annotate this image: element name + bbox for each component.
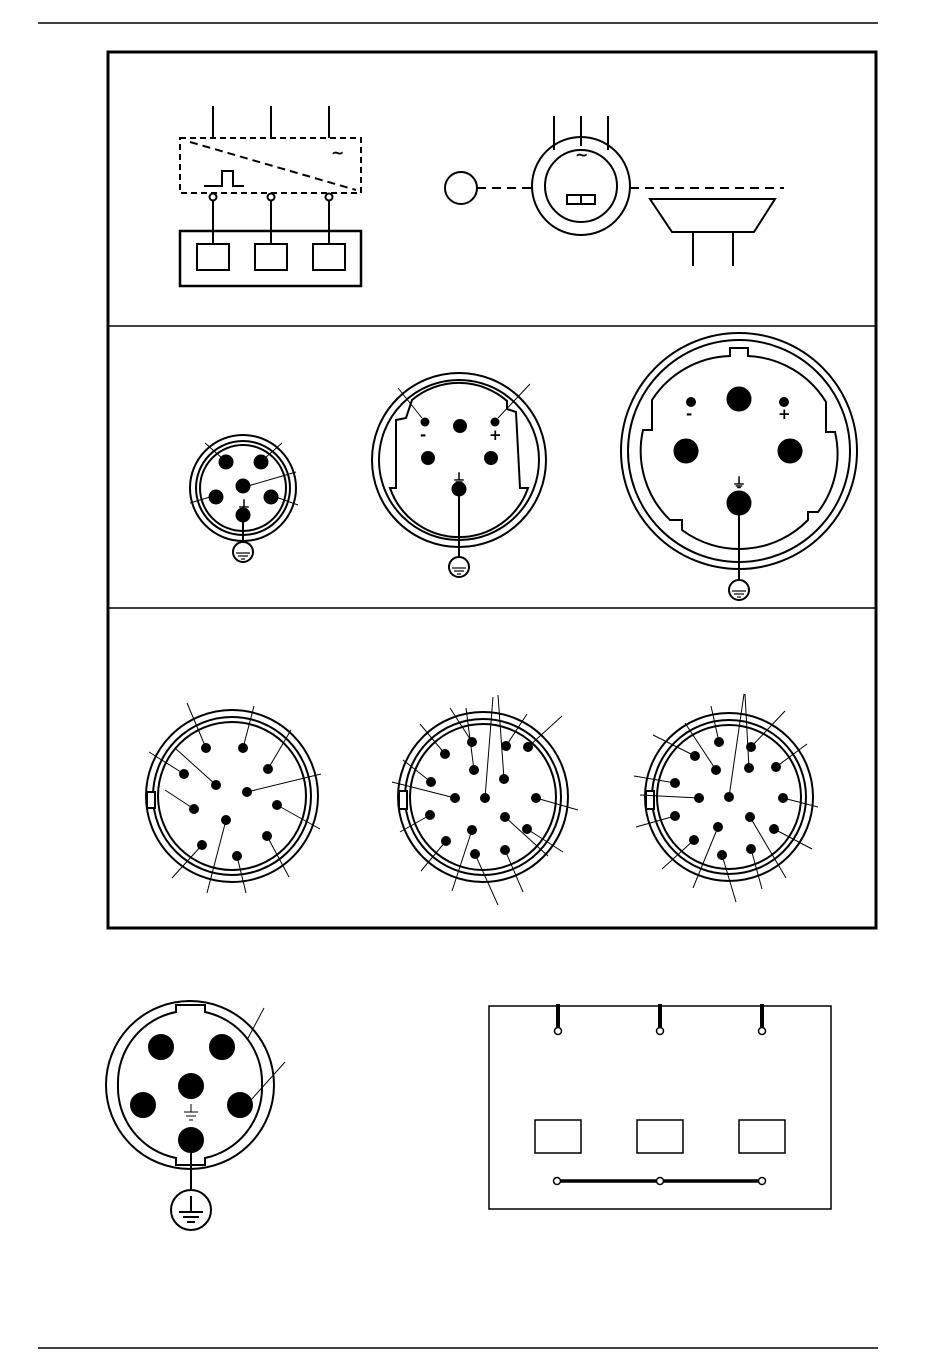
connector-pin [690,751,700,761]
motor-ac-symbol: ~ [575,145,588,164]
pin-leader-line [475,854,498,905]
connector-pin [211,780,221,790]
connector-pin [467,737,477,747]
pin-leader-line [751,849,762,889]
connector-pin [426,777,436,787]
connector-pin [711,765,721,775]
encoder-trapezoid [650,199,775,232]
five-pin-connector [106,1001,285,1230]
connector-pin [523,742,533,752]
connector-pin [531,793,541,803]
connector-pin [746,844,756,854]
connector-pin [500,812,510,822]
small-power-connector: ⏚ [190,435,298,562]
diagram-frame [108,52,876,928]
large-minus-label: - [686,405,692,423]
pin-leader-line [400,815,430,832]
pin-leader-line [498,695,504,779]
connector-pin [470,849,480,859]
connector-pin [769,824,779,834]
connector-pin [263,764,273,774]
connector-pin [744,763,754,773]
pin-leader-line [722,855,736,902]
svg-text:⏚: ⏚ [237,499,251,515]
connector-pin [778,793,788,803]
connector-pin [522,824,532,834]
ac-symbol: ~ [331,143,344,162]
connector-pin [771,762,781,772]
connector-pin [232,851,242,861]
connector-pin [238,743,248,753]
pin-leader-line [277,805,320,829]
connector-pin [272,800,282,810]
connector-pin [713,822,723,832]
plus-label: + [489,426,502,444]
connector-pin [179,769,189,779]
inverter-block: ~ [180,106,361,286]
pin-leader-line [527,829,563,852]
pin-leader-line [505,817,548,856]
connector-pin [189,804,199,814]
minus-label: - [420,426,426,444]
pin-leader-line [175,748,216,785]
connector-pin [467,825,477,835]
connector-pin [201,743,211,753]
connector-pin [440,749,450,759]
shaft-end-circle [445,172,477,204]
large-power-connector: - + ⏚ [621,333,857,600]
multipin-connector-16 [634,694,818,902]
connector-pin [480,793,490,803]
connector-pin [670,811,680,821]
large-plus-label: + [778,405,791,423]
connector-pin [724,792,734,802]
connector-pin [501,741,511,751]
motor-assembly: ~ [445,116,784,266]
connector-pin [745,812,755,822]
multipin-connector-17 [392,695,578,905]
connector-pin [694,793,704,803]
connector-pin [441,836,451,846]
connector-pin [714,737,724,747]
multipin-connector-12 [146,703,321,893]
connector-pin [425,810,435,820]
connector-pin [450,793,460,803]
pin-leader-line [267,836,289,877]
terminal-box [489,1004,831,1209]
connector-pin [717,850,727,860]
pin-leader-line [711,706,719,742]
connector-pin [499,774,509,784]
connector-pin [689,835,699,845]
connector-pin [469,765,479,775]
connector-pin [670,778,680,788]
medium-power-connector: - + ⏚ [372,373,546,577]
pin-leader-line [729,694,744,797]
connector-pin [221,815,231,825]
pin-leader-line [149,752,184,774]
svg-text:⏚: ⏚ [732,476,746,492]
connector-pin [262,831,272,841]
connector-pin [197,840,207,850]
connector-pin [500,845,510,855]
svg-text:⏚: ⏚ [452,472,466,488]
pin-leader-line [268,730,291,769]
pin-leader-line [528,716,562,747]
pin-leader-line [745,694,749,768]
pin-leader-line [187,703,206,748]
connector-pin [242,787,252,797]
pin-leader-line [536,798,578,810]
pin-leader-line [165,790,194,809]
